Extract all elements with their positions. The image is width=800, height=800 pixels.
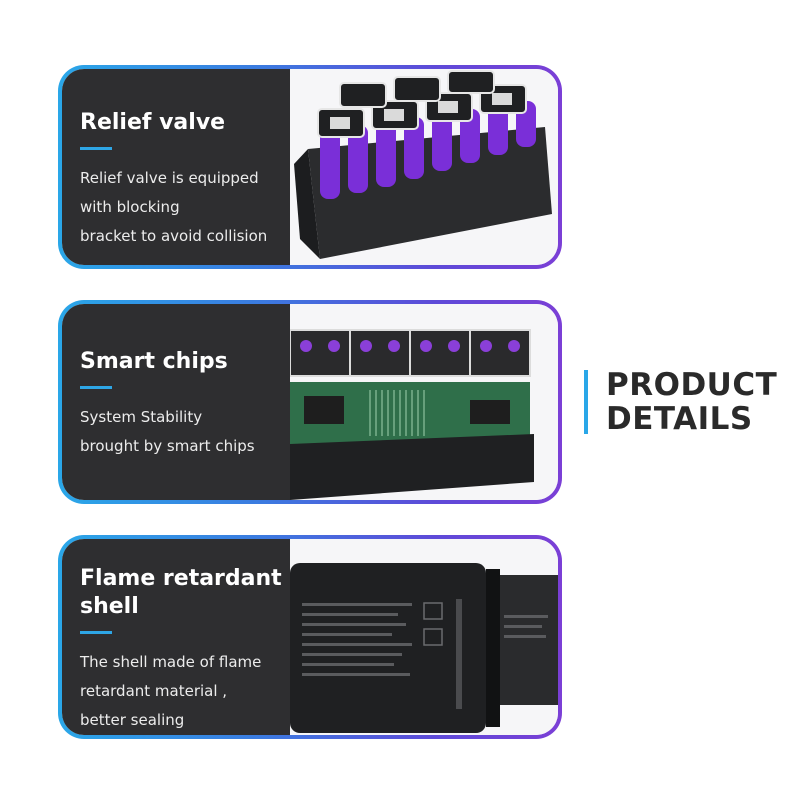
heading-line-2: DETAILS	[606, 401, 753, 437]
feature-description: System Stability brought by smart chips	[80, 408, 255, 455]
feature-card-smart-chips: Smart chips System Stability brought by …	[58, 300, 562, 504]
feature-card-inner: Flame retardant shell The shell made of …	[62, 539, 558, 735]
heading-text: PRODUCT DETAILS	[606, 368, 777, 436]
battery-pack-illustration	[294, 70, 552, 259]
battery-shell-photo	[290, 539, 558, 735]
battery-shell-illustration	[290, 563, 558, 733]
feature-card-inner: Relief valve Relief valve is equipped wi…	[62, 69, 558, 265]
battery-pack-photo	[290, 69, 558, 265]
title-underline	[80, 631, 112, 634]
feature-title: Flame retardant shell	[80, 566, 282, 619]
title-underline	[80, 147, 112, 150]
feature-card-inner: Smart chips System Stability brought by …	[62, 304, 558, 500]
circuit-board-photo	[290, 304, 558, 500]
feature-title: Smart chips	[80, 349, 228, 374]
title-underline	[80, 386, 112, 389]
feature-card-relief-valve: Relief valve Relief valve is equipped wi…	[58, 65, 562, 269]
feature-card-flame-retardant: Flame retardant shell The shell made of …	[58, 535, 562, 739]
feature-description: Relief valve is equipped with blocking b…	[80, 169, 268, 245]
feature-text-panel: Smart chips System Stability brought by …	[62, 304, 290, 500]
feature-title: Relief valve	[80, 110, 226, 135]
circuit-board-illustration	[290, 329, 534, 500]
product-details-heading: PRODUCT DETAILS	[584, 368, 777, 436]
feature-text-panel: Flame retardant shell The shell made of …	[62, 539, 290, 735]
feature-description: The shell made of flame retardant materi…	[80, 653, 262, 729]
feature-text-panel: Relief valve Relief valve is equipped wi…	[62, 69, 290, 265]
heading-line-1: PRODUCT	[606, 367, 778, 403]
heading-accent-bar	[584, 370, 588, 434]
